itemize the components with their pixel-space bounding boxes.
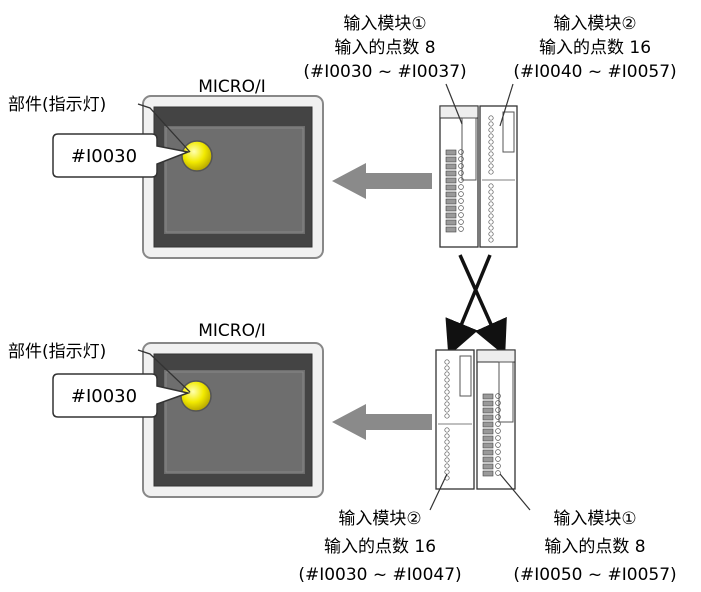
top-section: MICRO/I 部件(指示灯) #I0030 bbox=[8, 14, 677, 259]
address-tag-bottom: #I0030 bbox=[52, 373, 191, 418]
input-module-2-bottom bbox=[435, 349, 475, 490]
svg-text:#I0030: #I0030 bbox=[71, 386, 137, 407]
module-b-label-bottom: 输入模块① 输入的点数 8 (#I0050 ~ #I0057) bbox=[513, 509, 676, 585]
svg-text:(#I0030 ~ #I0037): (#I0030 ~ #I0037) bbox=[303, 62, 466, 82]
address-tag-top: #I0030 bbox=[52, 133, 191, 178]
input-module-1-top bbox=[439, 105, 479, 248]
svg-text:(#I0030 ~ #I0047): (#I0030 ~ #I0047) bbox=[298, 565, 461, 585]
svg-text:(#I0050 ~ #I0057): (#I0050 ~ #I0057) bbox=[513, 565, 676, 585]
module-a-label-bottom: 输入模块② 输入的点数 16 (#I0030 ~ #I0047) bbox=[298, 509, 461, 585]
svg-text:输入模块②: 输入模块② bbox=[553, 14, 636, 34]
input-module-2-top bbox=[479, 105, 518, 248]
bottom-section: MICRO/I 部件(指示灯) #I0030 bbox=[8, 321, 677, 585]
swap-arrows bbox=[445, 254, 507, 357]
svg-text:输入模块①: 输入模块① bbox=[553, 509, 636, 529]
data-flow-arrow-top bbox=[332, 163, 432, 199]
module-a-label-top: 输入模块① 输入的点数 8 (#I0030 ~ #I0037) bbox=[303, 14, 466, 82]
svg-text:输入的点数 16: 输入的点数 16 bbox=[324, 537, 436, 557]
svg-text:#I0030: #I0030 bbox=[71, 146, 137, 167]
indicator-lamp-top bbox=[181, 140, 213, 172]
micro-i-device-top bbox=[142, 95, 324, 259]
svg-text:输入模块①: 输入模块① bbox=[343, 14, 426, 34]
svg-text:输入的点数 8: 输入的点数 8 bbox=[334, 38, 435, 58]
svg-text:输入的点数 8: 输入的点数 8 bbox=[544, 537, 645, 557]
svg-text:输入的点数 16: 输入的点数 16 bbox=[539, 38, 651, 58]
part-label-top: 部件(指示灯) bbox=[8, 95, 106, 115]
indicator-lamp-bottom bbox=[180, 380, 212, 412]
device-label-bottom: MICRO/I bbox=[198, 321, 266, 341]
svg-text:(#I0040 ~ #I0057): (#I0040 ~ #I0057) bbox=[513, 62, 676, 82]
micro-i-device-bottom bbox=[142, 342, 324, 498]
input-module-1-bottom bbox=[476, 349, 516, 490]
data-flow-arrow-bottom bbox=[332, 404, 432, 440]
svg-text:输入模块②: 输入模块② bbox=[338, 509, 421, 529]
module-b-label-top: 输入模块② 输入的点数 16 (#I0040 ~ #I0057) bbox=[513, 14, 676, 82]
device-label-top: MICRO/I bbox=[198, 77, 266, 97]
part-label-bottom: 部件(指示灯) bbox=[8, 342, 106, 362]
